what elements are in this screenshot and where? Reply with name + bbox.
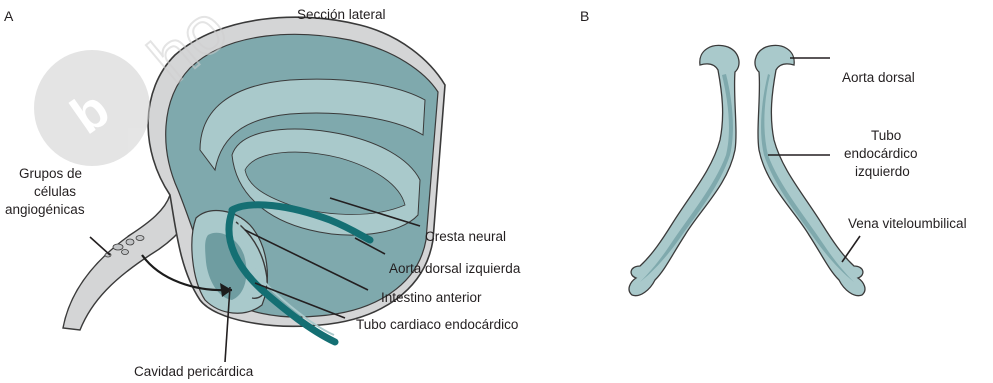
label-tubo-cardiaco: Tubo cardiaco endocárdico [356, 317, 518, 332]
label-aorta-dorsal-izquierda: Aorta dorsal izquierda [389, 261, 521, 276]
panel-label-b: B [580, 8, 589, 24]
label-tubo-line1: Tubo [871, 128, 901, 143]
label-cavidad-pericardica: Cavidad pericárdica [134, 364, 254, 379]
label-grupos-line3: angiogénicas [5, 202, 85, 217]
label-tubo-line2: endocárdico [844, 146, 918, 161]
label-aorta-dorsal: Aorta dorsal [842, 70, 915, 85]
panel-label-a: A [4, 8, 14, 24]
label-seccion-lateral: Sección lateral [297, 7, 386, 22]
label-grupos-line1: Grupos de [19, 166, 82, 181]
label-tubo-line3: izquierdo [855, 164, 910, 179]
label-vena-viteloumbilical: Vena viteloumbilical [848, 216, 967, 231]
label-intestino-anterior: Intestino anterior [381, 290, 482, 305]
label-grupos-line2: células [34, 184, 76, 199]
panel-b-illustration [629, 46, 865, 296]
label-cresta-neural: Cresta neural [425, 229, 506, 244]
